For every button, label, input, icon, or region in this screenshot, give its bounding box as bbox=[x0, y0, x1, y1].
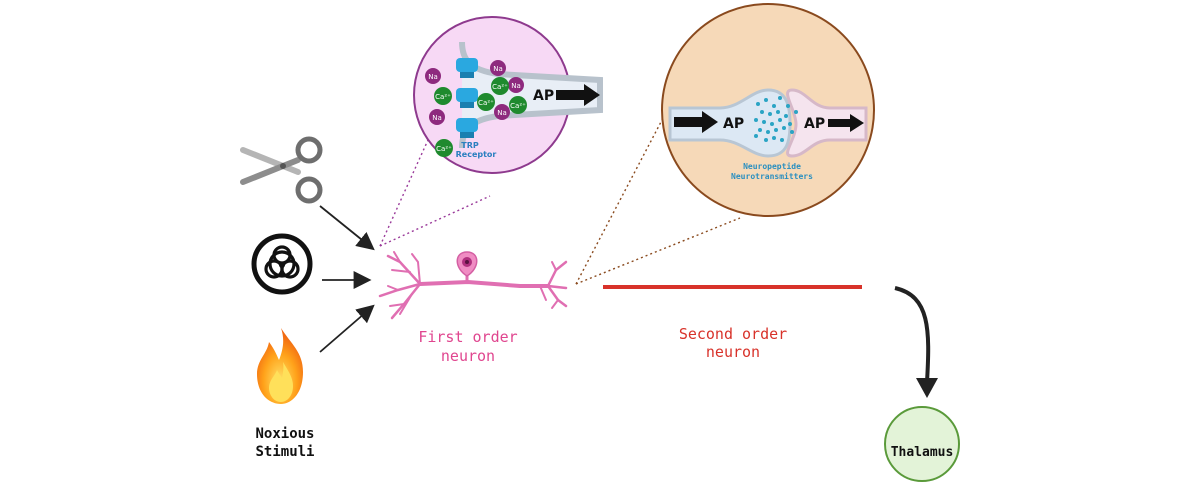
sodium-ion-label: Na bbox=[428, 73, 438, 81]
calcium-ion-label: Ca²⁺ bbox=[478, 99, 494, 107]
stimuli-label-line2: Stimuli bbox=[255, 444, 314, 460]
scissors-icon bbox=[240, 136, 323, 204]
receptor-connector-left bbox=[379, 139, 429, 247]
receptor-connector-right bbox=[379, 195, 491, 247]
sodium-ion-label: Na bbox=[493, 65, 503, 73]
calcium-ion-label: Ca²⁺ bbox=[436, 145, 452, 153]
neuron-cell-body bbox=[456, 251, 478, 282]
biohazard-icon bbox=[251, 233, 313, 295]
receptor-ap-arrow bbox=[556, 84, 600, 106]
synapse-label-line2: Neurotransmitters bbox=[731, 171, 813, 181]
sodium-ion-label: Na bbox=[497, 109, 507, 117]
synapse-inset: AP AP Neuropeptide Neurotransmitters bbox=[661, 3, 875, 217]
second-neuron-label-line1: Second order bbox=[679, 325, 787, 343]
thalamus-arrowhead bbox=[916, 378, 938, 398]
synapse-ap-right-label: AP bbox=[804, 116, 825, 132]
second-neuron-label-line2: neuron bbox=[706, 343, 760, 361]
thalamus-label: Thalamus bbox=[891, 445, 954, 460]
trp-channel-icon bbox=[456, 58, 478, 138]
first-order-neuron bbox=[378, 251, 568, 320]
synapse-label-line1: Neuropeptide bbox=[743, 161, 801, 171]
stimuli-label-line1: Noxious bbox=[255, 426, 314, 442]
sodium-ion-label: Na bbox=[511, 82, 521, 90]
neurotransmitter-vesicles bbox=[754, 96, 798, 142]
synapse-connector-bottom bbox=[575, 217, 741, 285]
synapse-ap-left-label: AP bbox=[723, 116, 744, 132]
receptor-ap-label: AP bbox=[533, 88, 554, 104]
sodium-ion-label: Na bbox=[432, 114, 442, 122]
calcium-ion bbox=[434, 77, 527, 157]
trp-receptor-label-line1: TRP bbox=[461, 141, 479, 150]
first-neuron-label-line1: First order bbox=[418, 328, 517, 346]
trp-receptor-label-line2: Receptor bbox=[456, 150, 497, 159]
calcium-ion-label: Ca²⁺ bbox=[492, 83, 508, 91]
flame-arrow bbox=[319, 304, 375, 353]
thalamus-arrow bbox=[894, 286, 931, 383]
synapse-ap-left-arrow bbox=[674, 111, 718, 133]
flame-icon bbox=[257, 328, 303, 404]
first-neuron-label-line2: neuron bbox=[441, 347, 495, 365]
scissors-arrow bbox=[319, 205, 375, 251]
synapse-ap-right-arrow bbox=[828, 114, 864, 132]
thalamus-node bbox=[884, 406, 960, 482]
sodium-ion bbox=[425, 60, 524, 125]
synapse-connector-top bbox=[575, 119, 663, 285]
trp-receptor-inset: Na Na Na Na Na Ca²⁺ Ca²⁺ Ca²⁺ Ca²⁺ Ca²⁺ … bbox=[413, 16, 603, 174]
calcium-ion-label: Ca²⁺ bbox=[435, 93, 451, 101]
calcium-ion-label: Ca²⁺ bbox=[510, 102, 526, 110]
